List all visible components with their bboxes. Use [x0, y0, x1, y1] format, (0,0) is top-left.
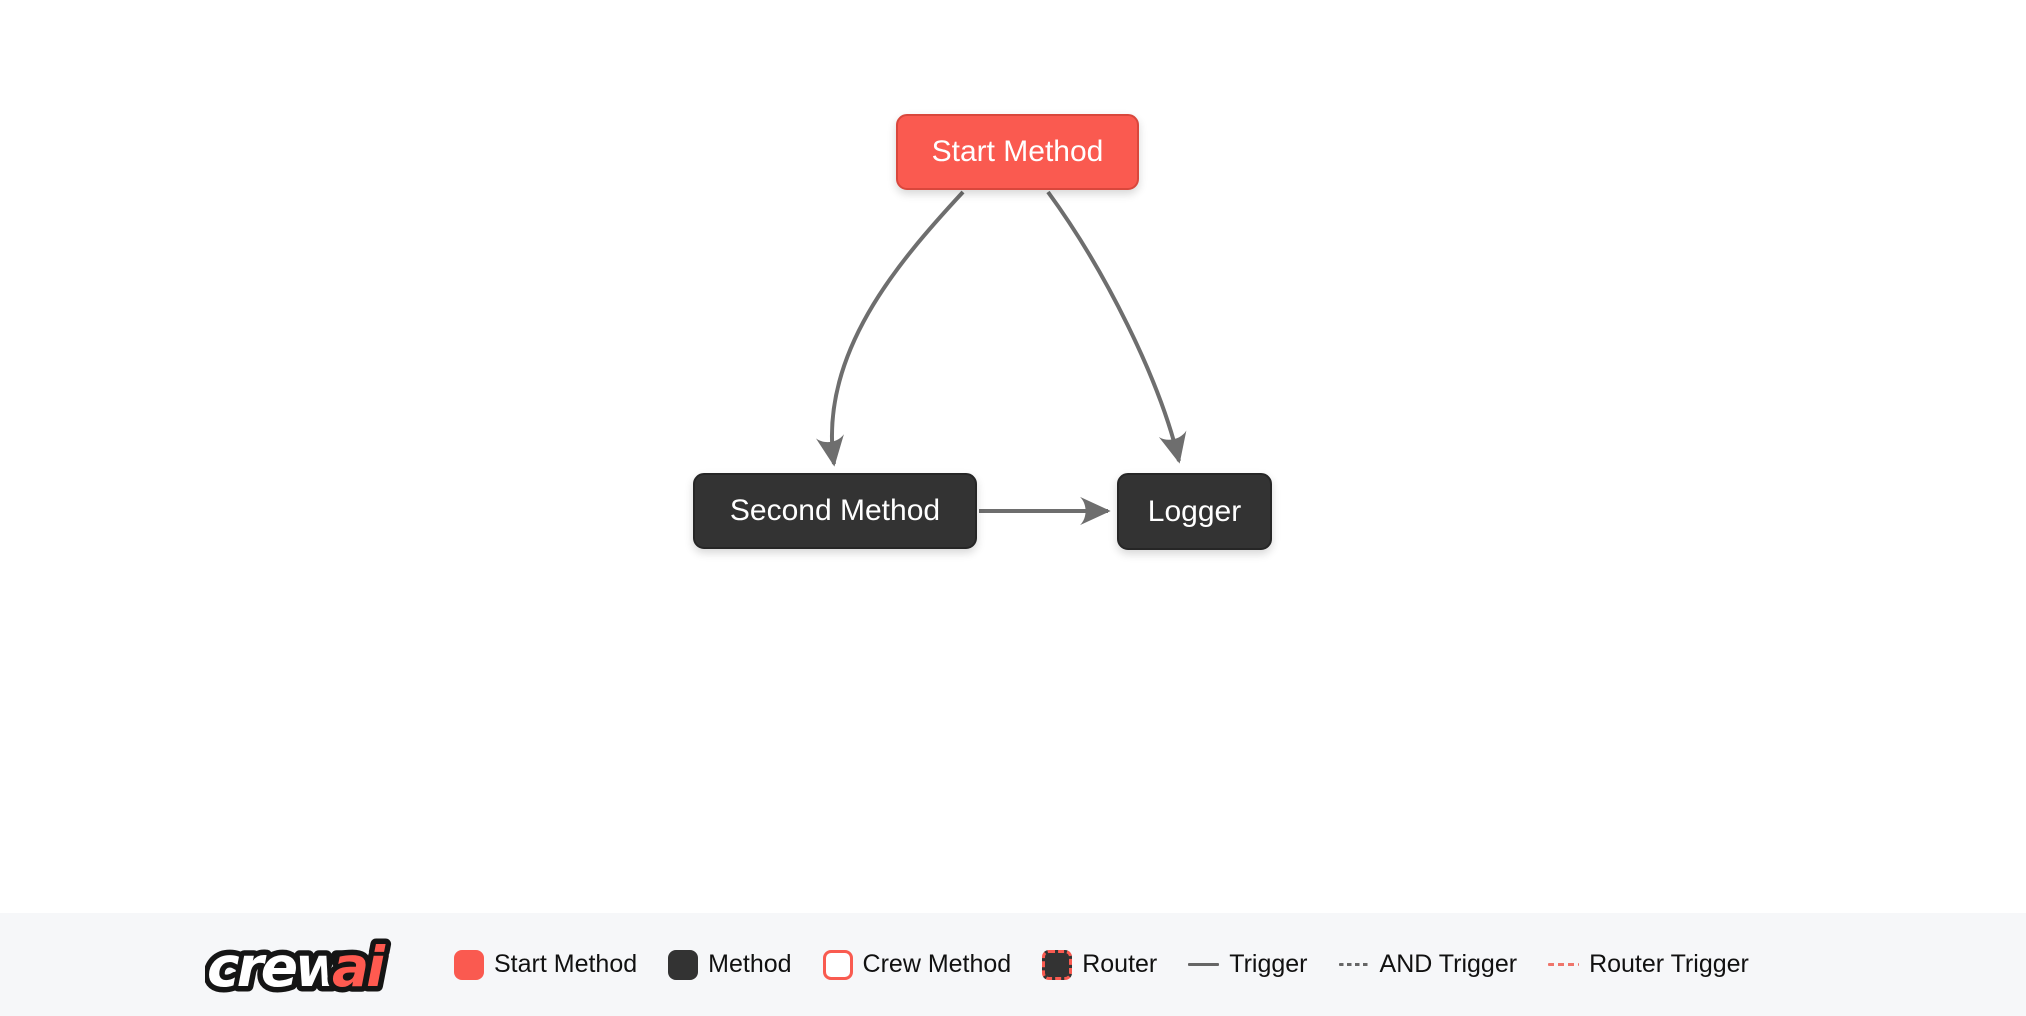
- legend-label: Router: [1082, 950, 1158, 978]
- edges-layer: [815, 190, 1187, 526]
- router-swatch-icon: [1042, 949, 1073, 980]
- legend-item-trigger: Trigger: [1188, 950, 1308, 979]
- router-trigger-line-icon: [1548, 962, 1580, 967]
- edge-start-to-logger[interactable]: [1046, 190, 1187, 464]
- trigger-line-icon: [1188, 963, 1220, 966]
- crew-method-swatch-icon: [822, 949, 853, 980]
- legend-label: Trigger: [1229, 950, 1308, 978]
- method-swatch-icon: [668, 949, 699, 980]
- logo-text-ai: ai: [332, 935, 386, 999]
- crewai-logo: crew ai: [205, 929, 395, 1004]
- node-second-method[interactable]: Second Method: [693, 473, 977, 549]
- legend-label: Router Trigger: [1589, 950, 1749, 978]
- legend-item-crew-method: Crew Method: [822, 949, 1012, 980]
- node-logger[interactable]: Logger: [1117, 473, 1272, 550]
- node-label: Logger: [1147, 494, 1242, 528]
- node-label: Second Method: [729, 494, 941, 527]
- node-label: Start Method: [931, 135, 1104, 168]
- legend-label: Start Method: [494, 950, 638, 978]
- legend-label: AND Trigger: [1379, 950, 1518, 978]
- legend-item-and-trigger: AND Trigger: [1338, 950, 1518, 979]
- legend-item-start-method: Start Method: [454, 949, 638, 980]
- legend-item-router-trigger: Router Trigger: [1548, 950, 1749, 979]
- start-method-swatch-icon: [454, 949, 484, 980]
- legend-item-router: Router: [1042, 949, 1158, 980]
- legend-label: Crew Method: [862, 950, 1012, 978]
- edge-start-to-second[interactable]: [815, 190, 965, 467]
- and-trigger-line-icon: [1338, 963, 1370, 966]
- legend-label: Method: [708, 950, 792, 978]
- legend-item-method: Method: [668, 949, 792, 980]
- logo-text-crew: crew: [207, 935, 346, 999]
- node-start-method[interactable]: Start Method: [896, 114, 1139, 190]
- legend-bar: crew ai Start Method Method Crew Method …: [0, 913, 2026, 1016]
